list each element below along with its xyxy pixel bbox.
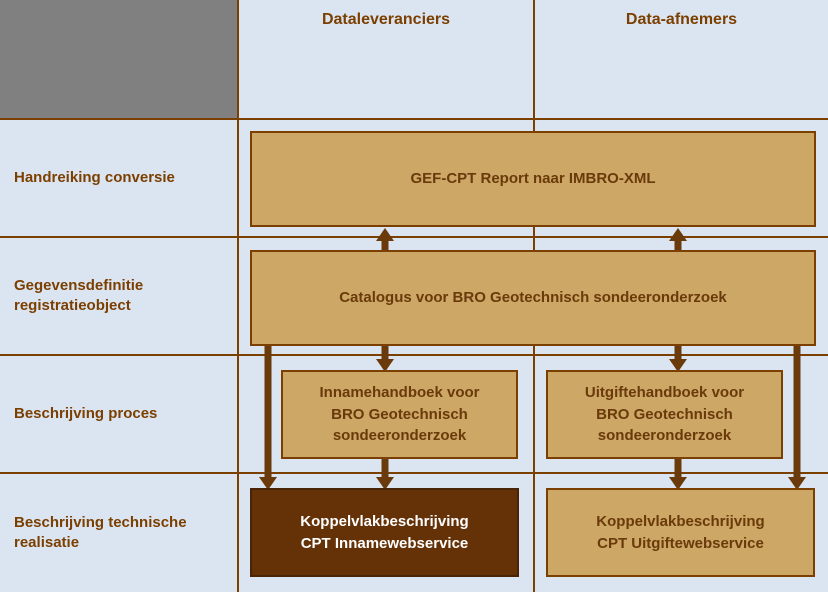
- row-label-beschrijving-proces-text: Beschrijving proces: [14, 404, 158, 422]
- grid-corner-cell: [0, 0, 239, 120]
- column-header-dataleveranciers-label: Dataleveranciers: [321, 11, 451, 28]
- box-gef-cpt-report-label: GEF-CPT Report naar IMBRO-XML: [410, 170, 656, 188]
- arrowhead-up: [376, 228, 394, 241]
- connector-catalogus-to-koppelvlak-inname: [257, 336, 279, 490]
- arrowhead-down: [376, 477, 394, 490]
- connector-catalogus-to-gefcpt-left: [374, 228, 396, 260]
- box-koppelvlak-inname-label: Koppelvlakbeschrijving CPT Innamewebserv…: [300, 512, 469, 552]
- box-gef-cpt-report[interactable]: GEF-CPT Report naar IMBRO-XML: [250, 131, 816, 227]
- row-label-beschrijving-technische-realisatie-text: Beschrijving technische realisatie: [14, 513, 187, 551]
- box-innamehandboek-label: Innamehandboek voor BRO Geotechnisch son…: [319, 383, 480, 445]
- box-uitgiftehandboek[interactable]: Uitgiftehandboek voor BRO Geotechnisch s…: [546, 370, 783, 459]
- connector-catalogus-to-gefcpt-right: [667, 228, 689, 260]
- box-catalogus-bro[interactable]: Catalogus voor BRO Geotechnisch sondeero…: [250, 250, 816, 346]
- box-koppelvlak-uitgifte-label: Koppelvlakbeschrijving CPT Uitgiftewebse…: [596, 512, 765, 552]
- box-innamehandboek[interactable]: Innamehandboek voor BRO Geotechnisch son…: [281, 370, 518, 459]
- arrow-shaft: [674, 239, 682, 260]
- row-label-gegevensdefinitie-text: Gegevensdefinitie registratieobject: [14, 276, 144, 314]
- connector-innamehandboek-to-koppelvlak: [374, 455, 396, 490]
- row-label-beschrijving-proces: Beschrijving proces: [0, 356, 239, 474]
- row-label-handreiking-conversie: Handreiking conversie: [0, 120, 239, 238]
- row-label-beschrijving-technische-realisatie: Beschrijving technische realisatie: [0, 474, 239, 592]
- connector-uitgiftehandboek-to-koppelvlak: [667, 455, 689, 490]
- column-header-dataleveranciers: Dataleveranciers: [239, 0, 535, 120]
- box-catalogus-bro-label: Catalogus voor BRO Geotechnisch sondeero…: [339, 289, 727, 307]
- connector-catalogus-to-koppelvlak-uitgifte: [786, 336, 808, 490]
- row-label-gegevensdefinitie: Gegevensdefinitie registratieobject: [0, 238, 239, 356]
- box-uitgiftehandboek-label: Uitgiftehandboek voor BRO Geotechnisch s…: [584, 383, 745, 445]
- column-header-data-afnemers: Data-afnemers: [535, 0, 828, 120]
- box-koppelvlak-inname[interactable]: Koppelvlakbeschrijving CPT Innamewebserv…: [250, 488, 519, 577]
- arrow-shaft: [381, 239, 389, 260]
- column-header-data-afnemers-label: Data-afnemers: [625, 11, 738, 28]
- arrowhead-down: [788, 477, 806, 490]
- arrow-shaft: [381, 455, 389, 479]
- arrowhead-down: [669, 477, 687, 490]
- arrow-shaft: [793, 336, 801, 479]
- arrow-shaft: [381, 336, 389, 361]
- connector-catalogus-to-uitgiftehandboek: [667, 336, 689, 372]
- arrowhead-down: [259, 477, 277, 490]
- arrowhead-down: [376, 359, 394, 372]
- connector-catalogus-to-innamehandboek: [374, 336, 396, 372]
- arrow-shaft: [674, 336, 682, 361]
- arrow-shaft: [264, 336, 272, 479]
- box-koppelvlak-uitgifte[interactable]: Koppelvlakbeschrijving CPT Uitgiftewebse…: [546, 488, 815, 577]
- row-label-handreiking-conversie-text: Handreiking conversie: [14, 168, 175, 186]
- arrowhead-down: [669, 359, 687, 372]
- arrowhead-up: [669, 228, 687, 241]
- arrow-shaft: [674, 455, 682, 479]
